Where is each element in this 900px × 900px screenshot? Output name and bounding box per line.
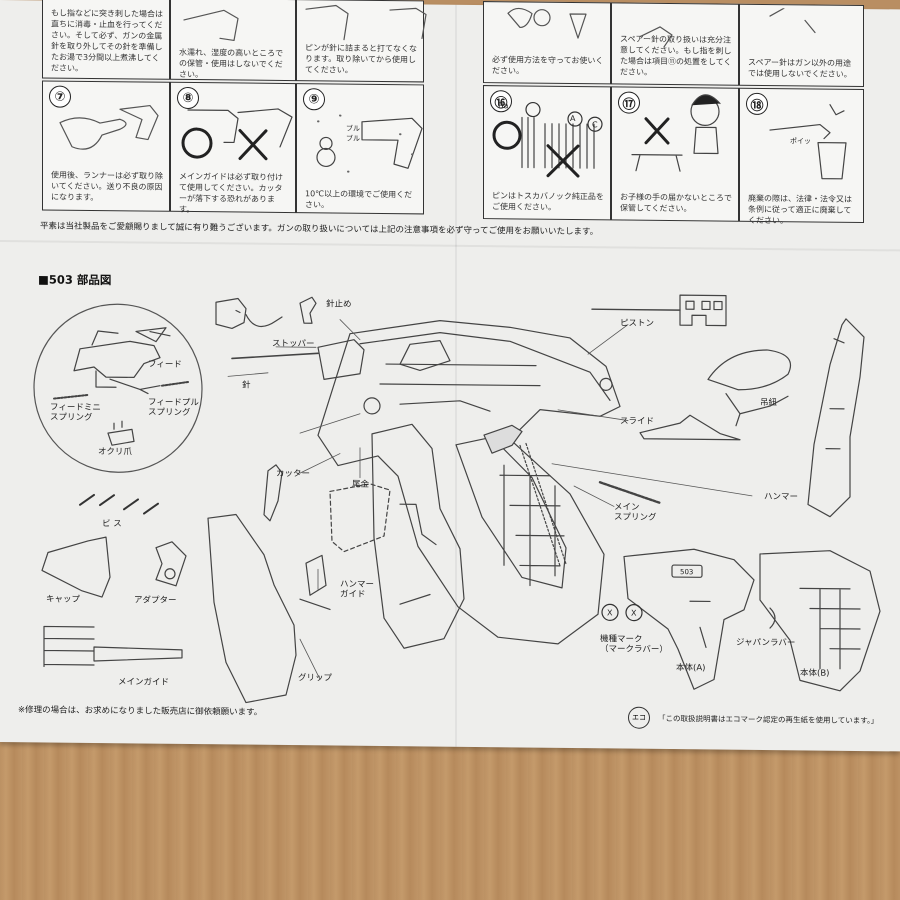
label-feed-pull-spring: フィードプル スプリング	[148, 397, 199, 418]
strap-part	[707, 349, 792, 427]
eco-note: 「この取扱説明書はエコマーク認定の再生紙を使用しています。」	[658, 713, 879, 726]
label-grip: グリップ	[298, 673, 333, 684]
leader-lines	[227, 319, 753, 680]
label-stopper: ストッパー	[272, 338, 315, 350]
repair-note: ※修理の場合は、お求めになりました販売店に御依頼願います。	[18, 705, 263, 718]
spare-needle-icon	[183, 4, 816, 48]
cap-part	[41, 536, 111, 598]
eco-mark-icon: エコ	[628, 706, 650, 729]
label-kishu-mark: 機種マーク （マークラバー）	[600, 634, 668, 655]
body-a-part	[623, 548, 755, 690]
hand-icon	[59, 104, 159, 150]
label-ba: Ba	[498, 101, 509, 111]
wooden-table	[0, 730, 900, 900]
snowman-icon	[316, 136, 336, 168]
disposal-icon	[769, 104, 847, 180]
label-piston: ピストン	[620, 318, 655, 329]
hammer-guide-part	[299, 554, 331, 611]
screws-part	[79, 493, 159, 515]
label-japan-rubber: ジャパンラバー	[736, 637, 796, 649]
label-c: C	[592, 120, 598, 130]
mark-rubber-icons	[601, 603, 643, 622]
gun-body-assembly	[317, 320, 621, 645]
body-shell-b-part	[807, 318, 865, 518]
label-main-guide: メインガイド	[118, 677, 170, 688]
label-bis: ビ ス	[102, 519, 122, 530]
main-guide-part	[43, 625, 183, 668]
label-feed: フィード	[148, 359, 182, 370]
keep-away-from-children-icon	[631, 94, 721, 172]
grip-part	[371, 423, 465, 649]
grip-part-main	[207, 513, 297, 704]
label-main-spring: メイン スプリング	[614, 502, 657, 523]
tag-gun-wrong-icon	[238, 129, 268, 161]
label-okuri: オクリ爪	[98, 447, 132, 458]
tag-gun-sketch-icon	[237, 108, 293, 148]
label-hontei-b: 本体(B)	[800, 668, 830, 679]
mark-x-2: X	[631, 608, 637, 618]
label-shoukin: 尾金	[352, 479, 370, 490]
label-slide: スライド	[620, 416, 655, 427]
label-hontei-a: 本体(A)	[676, 663, 706, 674]
japan-rubber-part	[769, 607, 776, 629]
adapter-part	[155, 541, 187, 587]
label-cap: キャップ	[46, 594, 81, 605]
label-cutter: カッター	[276, 468, 311, 480]
label-feed-mini-spring: フィードミニ スプリング	[50, 402, 101, 423]
model-badge: 503	[680, 568, 694, 577]
label-a: A	[570, 113, 576, 124]
pins-wrong-icon	[525, 101, 603, 178]
label-hari: 針	[242, 380, 251, 391]
snow-dots-icon	[317, 114, 414, 173]
label-adapter: アダプター	[134, 595, 177, 606]
label-poi: ポイッ	[790, 137, 811, 146]
cutter-part	[263, 464, 283, 522]
slide-part	[639, 414, 741, 441]
piston-part	[591, 294, 727, 327]
instruction-sheet: もし指などに突き刺した場合は直ちに消毒・止血を行ってください。そして必ず、ガンの…	[0, 0, 900, 752]
label-hammer: ハンマー	[764, 492, 799, 503]
parts-diagram-illustration	[33, 4, 881, 704]
label-hammer-guide: ハンマー ガイド	[340, 579, 375, 600]
label-hari-dome: 針止め	[326, 299, 352, 310]
hinge-part	[329, 483, 391, 553]
label-buruburu: ブル ブル	[346, 124, 360, 143]
main-spring-part	[598, 481, 662, 505]
feed-assembly-circle	[33, 303, 203, 473]
tag-gun-cold-icon	[361, 117, 423, 169]
pins-correct-icon	[492, 116, 535, 169]
label-tsurihimo: 吊紐	[760, 397, 778, 409]
tag-gun-correct-icon	[181, 109, 239, 159]
mark-x-1: X	[607, 608, 613, 618]
